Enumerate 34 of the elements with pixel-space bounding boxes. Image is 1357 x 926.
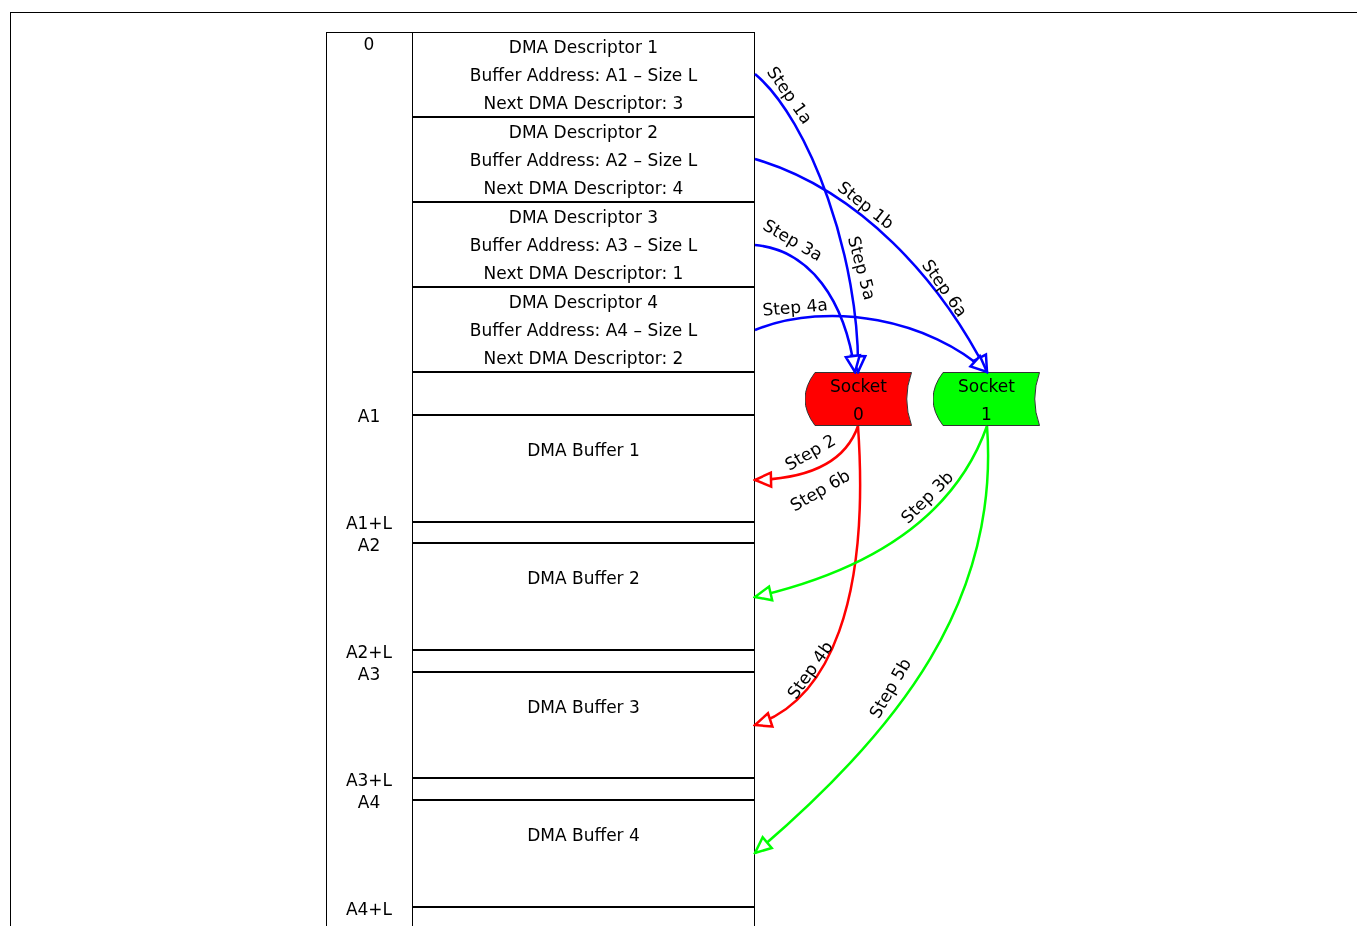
arrow (754, 157, 989, 374)
arrow (753, 425, 860, 488)
edge-label: Step 4a (760, 295, 830, 319)
address-label: A2+L (345, 642, 393, 662)
address-label: A3 (357, 664, 381, 684)
arrow (753, 425, 990, 855)
descriptor-box: DMA Descriptor 2 Buffer Address: A2 – Size L Next DMA Descriptor: 4 (412, 117, 755, 202)
address-label: A2 (357, 535, 381, 555)
arrow (753, 425, 862, 727)
descriptor-box: DMA Descriptor 1 Buffer Address: A1 – Size L Next DMA Descriptor: 3 (412, 32, 755, 117)
edge-label: Step 3a (759, 215, 827, 265)
buffer-box: DMA Buffer 3 (412, 672, 755, 778)
empty-row (412, 650, 755, 672)
descriptor-box: DMA Descriptor 3 Buffer Address: A3 – Size L Next DMA Descriptor: 1 (412, 202, 755, 287)
arrow (754, 243, 861, 374)
address-label: A4+L (345, 899, 393, 919)
arrow (754, 314, 989, 374)
arrow (754, 73, 866, 374)
buffer-box: DMA Buffer 1 (412, 415, 755, 522)
address-label: A1 (357, 406, 381, 426)
arrow (753, 425, 989, 602)
address-label: A3+L (345, 770, 393, 790)
socket-shape: Socket 1 (933, 372, 1040, 426)
address-label: 0 (363, 34, 375, 54)
empty-row (412, 372, 755, 415)
empty-row (412, 522, 755, 543)
step-label: Step 5a (843, 233, 881, 303)
empty-row (412, 778, 755, 800)
address-label: A1+L (345, 513, 393, 533)
address-label: A4 (357, 792, 381, 812)
buffer-box: DMA Buffer 2 (412, 543, 755, 650)
buffer-box: DMA Buffer 4 (412, 800, 755, 907)
socket-shape: Socket 0 (805, 372, 912, 426)
descriptor-box: DMA Descriptor 4 Buffer Address: A4 – Size L Next DMA Descriptor: 2 (412, 287, 755, 372)
